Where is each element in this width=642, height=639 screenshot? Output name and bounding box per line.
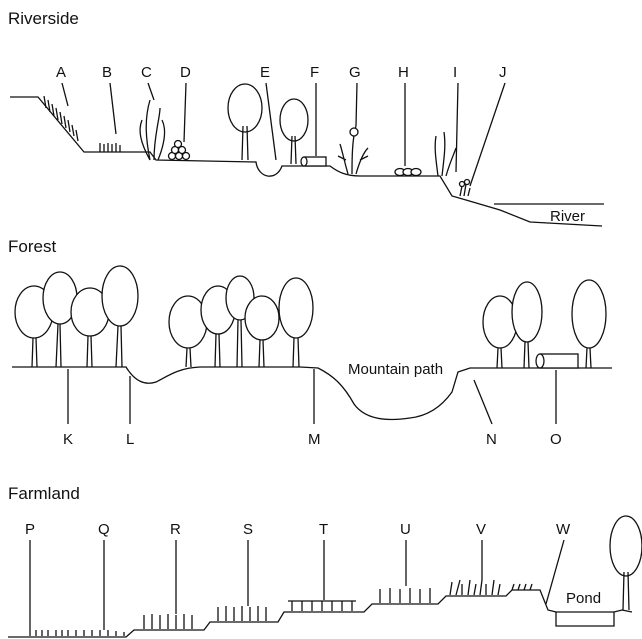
label-q: Q [98, 521, 110, 538]
forest-ground [12, 367, 612, 419]
riverside-scene [10, 84, 604, 226]
mountain-path-label: Mountain path [348, 361, 443, 378]
farmland-labels: P Q R S T U V W [25, 521, 571, 538]
label-k: K [63, 431, 73, 448]
section-title-riverside: Riverside [8, 9, 79, 28]
label-p: P [25, 521, 35, 538]
label-m: M [308, 431, 321, 448]
label-d: D [180, 64, 191, 81]
river-label: River [550, 208, 585, 225]
label-b: B [102, 64, 112, 81]
section-title-forest: Forest [8, 237, 56, 256]
forest-leaders [68, 369, 556, 424]
pond-label: Pond [566, 590, 601, 607]
section-title-farmland: Farmland [8, 484, 80, 503]
label-w: W [556, 521, 571, 538]
label-i: I [453, 64, 457, 81]
label-c: C [141, 64, 152, 81]
label-s: S [243, 521, 253, 538]
label-h: H [398, 64, 409, 81]
label-r: R [170, 521, 181, 538]
label-g: G [349, 64, 361, 81]
label-f: F [310, 64, 319, 81]
label-n: N [486, 431, 497, 448]
label-e: E [260, 64, 270, 81]
riverside-labels: A B C D E F G H I J [56, 64, 507, 81]
label-t: T [319, 521, 328, 538]
label-l: L [126, 431, 134, 448]
label-a: A [56, 64, 66, 81]
label-v: V [476, 521, 486, 538]
farmland-ground [8, 590, 632, 637]
label-j: J [499, 64, 507, 81]
farmland-leaders [30, 540, 564, 630]
label-u: U [400, 521, 411, 538]
label-o: O [550, 431, 562, 448]
forest-scene [12, 266, 612, 419]
forest-labels: K L M N O [63, 431, 562, 448]
